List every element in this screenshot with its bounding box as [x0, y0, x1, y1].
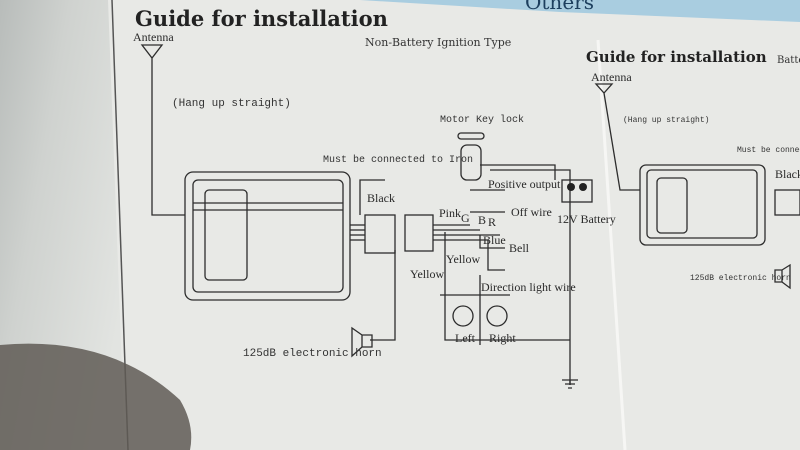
right-light-icon [486, 305, 508, 327]
right-connector [774, 189, 800, 216]
right-subtitle: Batte [777, 55, 800, 66]
horn-label: 125dB electronic horn [243, 348, 382, 360]
key-icon [457, 132, 485, 140]
battery-minus-terminal [567, 183, 575, 191]
battery-label: 12V Battery [557, 212, 616, 226]
blue-wire-label: Blue [483, 233, 506, 247]
left-title: Guide for installation [135, 6, 388, 31]
antenna-label: Antenna [133, 30, 174, 44]
battery-icon [561, 179, 593, 203]
header-band-text: Others [525, 0, 594, 14]
off-wire-label: Off wire [511, 205, 552, 219]
left-light-label: Left [455, 331, 476, 345]
left-light-icon [452, 305, 474, 327]
iron-label: Must be connected to Iron [323, 154, 473, 166]
black-wire-label: Black [367, 191, 395, 205]
direction-light-label: Direction light wire [481, 280, 576, 294]
hang-up-label: (Hang up straight) [172, 98, 291, 110]
right-black-label: Black [775, 167, 800, 181]
yellow-wire-label-2: Yellow [410, 267, 444, 281]
paper-fold [596, 39, 627, 450]
pink-wire-label: Pink [439, 206, 461, 220]
alarm-unit-inner [192, 179, 344, 293]
right-alarm-unit [639, 164, 766, 246]
horn-wire [370, 250, 396, 341]
finger-shadow [0, 343, 192, 450]
right-hang-up-label: (Hang up straight) [623, 116, 709, 125]
right-alarm-unit-inner [646, 169, 758, 239]
right-light-label: Right [489, 331, 516, 345]
motor-key-lock [460, 144, 482, 181]
horn-icon [351, 326, 373, 358]
motor-key-lock-label: Motor Key lock [440, 114, 524, 126]
right-title: Guide for installation [586, 48, 767, 66]
right-horn-label: 125dB electronic horn [690, 274, 791, 283]
right-alarm-unit-panel [656, 177, 688, 234]
alarm-unit [184, 171, 351, 301]
right-antenna-icon [594, 83, 640, 191]
pin-g-label: G [461, 211, 470, 225]
yellow-wire-label-1: Yellow [446, 252, 480, 266]
pin-r-label: R [488, 215, 496, 229]
pin-b-label: B [478, 213, 486, 227]
right-iron-label: Must be connected t [737, 146, 800, 155]
bell-label: Bell [509, 241, 530, 255]
battery-plus-terminal [579, 183, 587, 191]
lock-wires [440, 164, 578, 389]
positive-output-label: Positive output [488, 177, 561, 191]
antenna-icon [140, 44, 185, 216]
left-subtitle: Non-Battery Ignition Type [365, 36, 511, 49]
right-horn-icon [774, 263, 791, 290]
header-band [360, 0, 800, 22]
connector-wires [350, 179, 500, 254]
alarm-unit-panel [204, 189, 248, 281]
right-antenna-label: Antenna [591, 70, 632, 84]
